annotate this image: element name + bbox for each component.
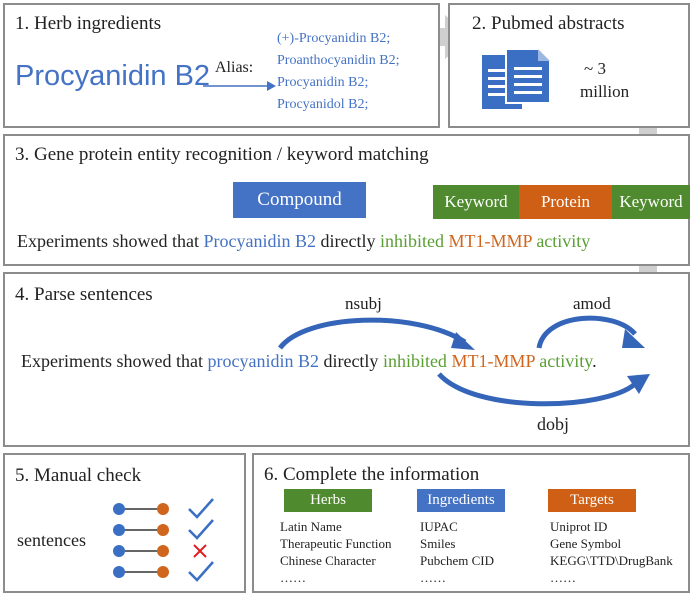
check-icon: [188, 519, 214, 540]
alias-item: Proanthocyanidin B2;: [277, 53, 400, 68]
panel-title: 4. Parse sentences: [15, 284, 153, 305]
panel-title: 5. Manual check: [15, 465, 142, 486]
panel-complete-information: 6. Complete the information Herbs Latin …: [252, 453, 690, 593]
list-item: Gene Symbol: [550, 536, 622, 551]
column-header-herbs: Herbs: [284, 489, 372, 512]
check-row: [113, 561, 214, 582]
amod-arc: [536, 315, 637, 349]
panel-title: 1. Herb ingredients: [15, 13, 162, 34]
amod-arrowhead: [622, 329, 645, 348]
alias-item: (+)-Procyanidin B2;: [277, 31, 391, 46]
targets-items: Uniprot ID Gene Symbol KEGG\TTD\DrugBank…: [550, 518, 673, 586]
list-item: KEGG\TTD\DrugBank: [550, 553, 673, 568]
sentence-period: .: [592, 351, 597, 371]
dependency-label-amod: amod: [573, 294, 611, 313]
panel-title: 6. Complete the information: [264, 464, 480, 485]
panel-entity-recognition: 3. Gene protein entity recognition / key…: [3, 134, 690, 266]
check-icon: [188, 498, 214, 519]
sentence-compound: procyanidin B2: [207, 351, 319, 371]
list-item: Chinese Character: [280, 553, 376, 568]
check-row: [113, 519, 214, 540]
sentence-keyword: inhibited: [382, 351, 447, 371]
parsed-sentence: Experiments showed that procyanidin B2 d…: [21, 351, 597, 372]
list-item: IUPAC: [420, 519, 458, 534]
check-row: [113, 544, 207, 558]
sentence-protein: MT1-MMP: [448, 231, 532, 251]
alias-arrow: [203, 81, 276, 91]
nsubj-arc: [277, 317, 467, 350]
example-sentence: Experiments showed that Procyanidin B2 d…: [17, 231, 590, 252]
nsubj-arrowhead: [451, 332, 475, 350]
column-header-ingredients: Ingredients: [417, 489, 505, 512]
check-row: [113, 498, 214, 519]
tag-keyword: Keyword: [612, 185, 690, 219]
check-rows: [113, 498, 214, 582]
list-item: ……: [550, 570, 576, 585]
panel-title: 3. Gene protein entity recognition / key…: [15, 144, 429, 165]
panel-manual-check: 5. Manual check sentences: [3, 453, 246, 593]
alias-item: Procyanidol B2;: [277, 97, 369, 112]
dependency-label-nsubj: nsubj: [345, 294, 382, 313]
sentence-prefix: Experiments showed that: [21, 351, 203, 371]
sentence-adverb: directly: [323, 351, 379, 371]
column-header-targets: Targets: [548, 489, 636, 512]
panel-pubmed-abstracts: 2. Pubmed abstracts ~ 3 million: [448, 3, 690, 128]
abstract-count-unit: million: [580, 82, 630, 101]
list-item: Pubchem CID: [420, 553, 495, 568]
sentence-keyword: inhibited: [379, 231, 444, 251]
list-item: Uniprot ID: [550, 519, 608, 534]
sentence-keyword: activity: [536, 231, 591, 251]
list-item: Smiles: [420, 536, 456, 551]
tag-protein: Protein: [519, 185, 612, 219]
list-item: Latin Name: [280, 519, 342, 534]
list-item: ……: [280, 570, 306, 585]
cross-icon: [193, 544, 207, 558]
dependency-label-dobj: dobj: [537, 414, 570, 434]
sentence-protein: MT1-MMP: [451, 351, 535, 371]
documents-icon: [482, 48, 551, 109]
dependency-arcs: [277, 315, 650, 407]
panel-title: 2. Pubmed abstracts: [472, 13, 625, 34]
tag-compound: Compound: [233, 182, 366, 218]
sentence-prefix: Experiments showed that: [17, 231, 199, 251]
alias-label: Alias:: [215, 59, 254, 76]
sentence-adverb: directly: [320, 231, 376, 251]
panel-parse-sentences: 4. Parse sentences nsubj amod dobj Exper…: [3, 272, 690, 447]
list-item: ……: [420, 570, 446, 585]
alias-item: Procyanidin B2;: [277, 75, 369, 90]
sentences-label: sentences: [17, 530, 86, 550]
herbs-items: Latin Name Therapeutic Function Chinese …: [280, 518, 392, 586]
compound-name: Procyanidin B2: [15, 60, 211, 92]
sentence-compound: Procyanidin B2: [203, 231, 316, 251]
check-icon: [188, 561, 214, 582]
abstract-count: ~ 3: [584, 59, 606, 78]
panel-herb-ingredients: 1. Herb ingredients Procyanidin B2 Alias…: [3, 3, 440, 128]
dobj-arc: [437, 372, 637, 407]
list-item: Therapeutic Function: [280, 536, 392, 551]
tag-keyword: Keyword: [433, 185, 519, 219]
ingredients-items: IUPAC Smiles Pubchem CID ……: [420, 518, 494, 586]
dobj-arrowhead: [627, 374, 650, 394]
sentence-keyword: activity: [539, 351, 593, 371]
